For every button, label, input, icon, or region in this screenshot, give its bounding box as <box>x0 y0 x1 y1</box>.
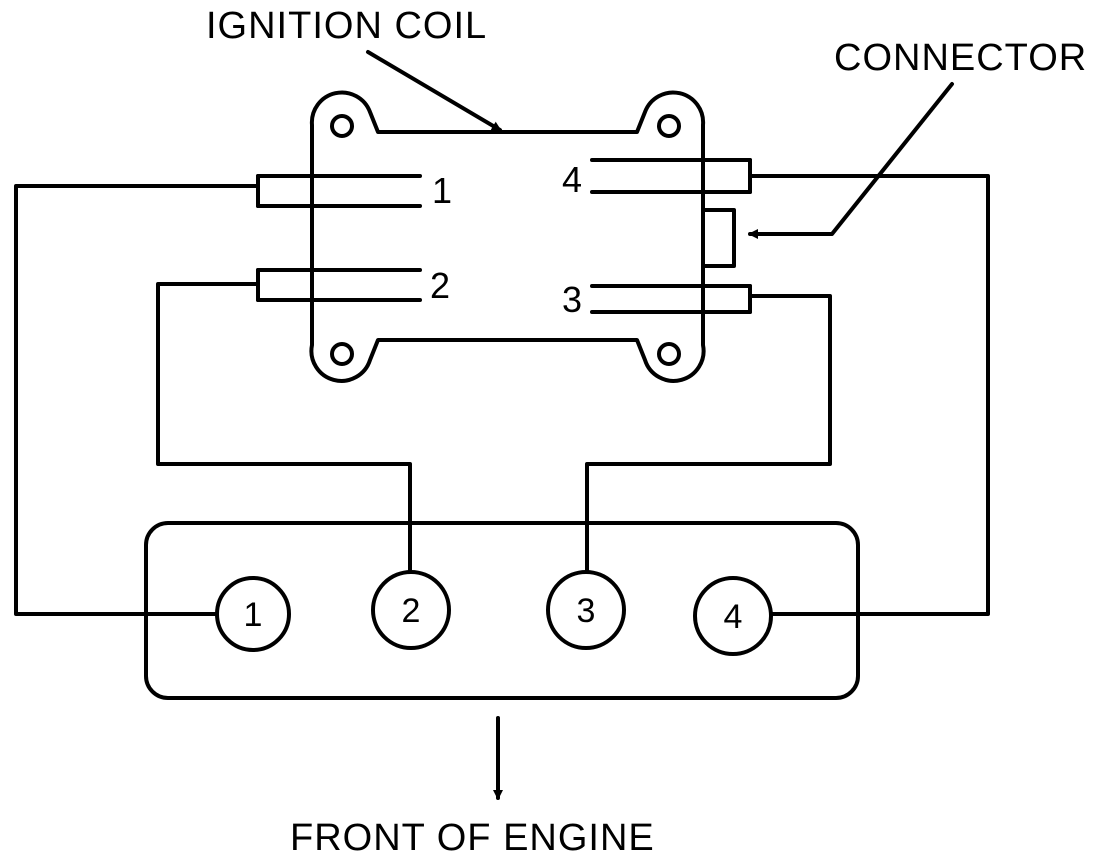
coil-terminal-1-label: 1 <box>432 170 452 211</box>
ignition-coil-body <box>309 90 706 383</box>
ignition-coil-leader-arrow <box>366 50 502 132</box>
coil-terminal-3-label: 3 <box>562 279 582 320</box>
connector-leader-arrow <box>748 82 954 239</box>
coil-tower-3 <box>590 284 752 314</box>
engine-block <box>144 521 860 700</box>
ignition-coil-label: IGNITION COIL <box>206 5 487 47</box>
cylinder-2-circle <box>371 570 451 650</box>
connector-plug <box>701 208 736 268</box>
spark-wire-4 <box>748 174 990 616</box>
cylinder-4-circle <box>693 576 773 656</box>
front-of-engine-label: FRONT OF ENGINE <box>290 817 655 858</box>
mounting-hole-top-left <box>330 114 354 138</box>
spark-wire-1 <box>14 184 260 616</box>
mounting-hole-bottom-left <box>330 342 354 366</box>
cylinder-4-label: 4 <box>724 598 743 636</box>
coil-tower-1 <box>256 174 422 208</box>
mounting-hole-top-right <box>657 114 681 138</box>
cylinder-2-label: 2 <box>402 592 421 630</box>
cylinder-1-circle <box>215 576 291 652</box>
cylinder-1-label: 1 <box>244 596 263 634</box>
coil-tower-2 <box>256 268 422 302</box>
spark-wire-2 <box>156 282 412 574</box>
cylinder-3-label: 3 <box>577 592 596 630</box>
coil-terminal-4-label: 4 <box>562 159 582 200</box>
coil-terminal-2-label: 2 <box>430 265 450 306</box>
connector-label: CONNECTOR <box>834 37 1087 79</box>
mounting-hole-bottom-right <box>657 342 681 366</box>
cylinder-3-circle <box>546 570 626 650</box>
coil-tower-4 <box>590 158 752 194</box>
spark-wire-3 <box>585 294 832 574</box>
